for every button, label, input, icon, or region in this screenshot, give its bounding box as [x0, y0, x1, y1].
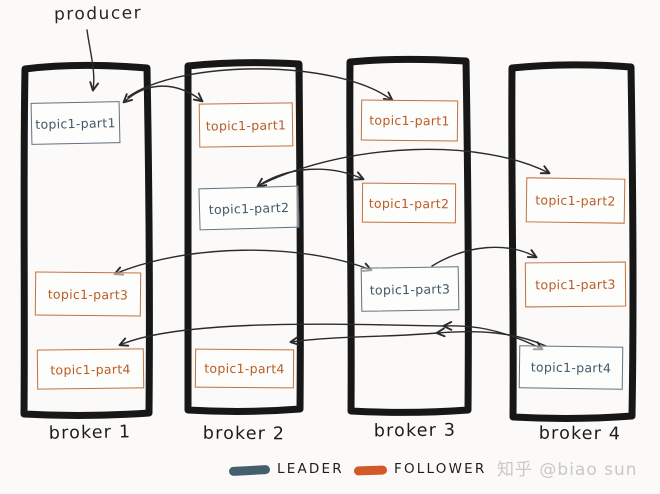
partition-box-broker2-part2: topic1-part2 [198, 185, 300, 231]
broker-4-outline [508, 61, 637, 422]
arrow-part1-broker1-to-broker3 [127, 68, 394, 102]
legend-leader-label: LEADER [277, 461, 344, 477]
arrow-part3-broker3-to-broker1 [113, 249, 373, 276]
partition-box-broker4-part3: topic1-part3 [524, 261, 627, 308]
broker-3-label: broker 3 [373, 420, 457, 442]
partition-box-broker1-part4: topic1-part4 [36, 348, 145, 390]
broker-1-label: broker 1 [48, 422, 132, 444]
arrow-part3-broker3-to-broker4 [431, 246, 538, 267]
partition-box-broker4-part2: topic1-part2 [525, 177, 626, 224]
broker-1-outline [20, 62, 153, 419]
producer-arrow [86, 29, 100, 92]
partition-box-broker3-part3: topic1-part3 [360, 266, 460, 312]
legend-follower-label: FOLLOWER [394, 461, 487, 477]
partition-box-broker1-part3: topic1-part3 [34, 271, 142, 317]
broker-2-outline [184, 59, 304, 415]
follower-swatch-icon [353, 465, 388, 476]
arrow-part4-broker4-to-broker1 [118, 321, 544, 351]
producer-label: producer [53, 3, 143, 25]
partition-box-broker2-part1: topic1-part1 [198, 102, 294, 148]
broker-4-label: broker 4 [538, 423, 622, 445]
arrow-part2-broker2-to-broker4 [261, 148, 551, 185]
partition-box-broker1-part1: topic1-part1 [30, 101, 121, 145]
watermark: 知乎 @biao sun [497, 460, 638, 480]
arrow-part4-broker4-to-broker2 [289, 327, 547, 347]
broker-2-label: broker 2 [202, 423, 286, 445]
partition-box-broker3-part2: topic1-part2 [361, 182, 457, 224]
partition-box-broker3-part1: topic1-part1 [360, 99, 459, 142]
arrow-part2-broker2-to-broker3 [256, 168, 365, 188]
partition-box-broker4-part4: topic1-part4 [518, 345, 624, 390]
broker-3-outline [346, 55, 472, 416]
arrow-part1-broker1-to-broker2 [122, 85, 204, 104]
partition-box-broker2-part4: topic1-part4 [194, 348, 295, 389]
